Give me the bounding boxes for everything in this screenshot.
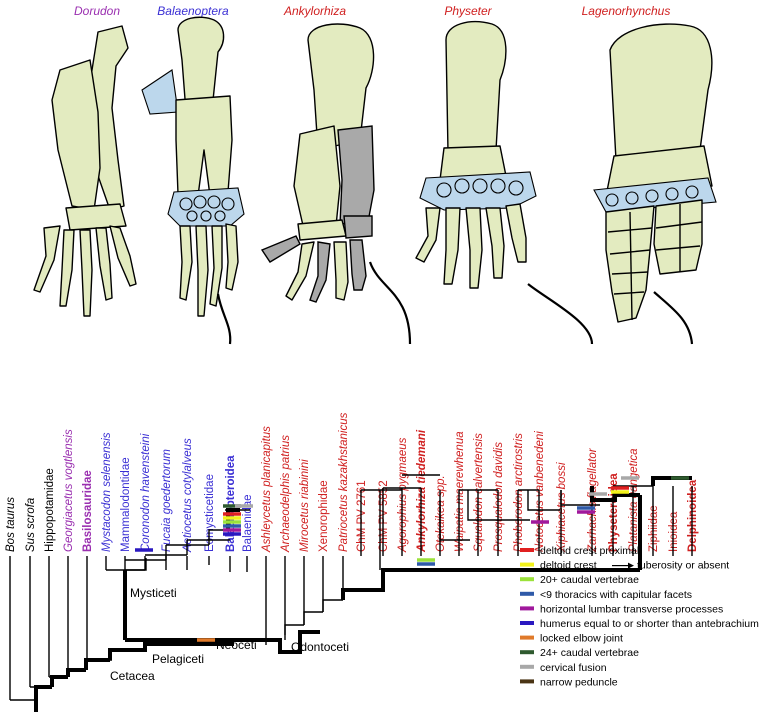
ankylorhiza-flipper-drawing <box>260 23 375 303</box>
taxon-label-fucaia-goedertorum: Fucaia goedertorum <box>161 449 173 552</box>
taxon-label-chm-pv-5852: ChM PV 5852 <box>378 480 390 552</box>
legend-label: cervical fusion <box>540 662 607 674</box>
clade-labels: Mysticeti Odontoceti Neoceti Pelagiceti … <box>110 586 349 683</box>
tree-branch <box>439 490 470 541</box>
legend-swatch <box>520 679 534 684</box>
tree-branch <box>284 624 304 640</box>
taxon-label-phoberodon-arctirostris: Phoberodon arctirostris <box>513 433 525 552</box>
genus-label-ankylorhiza: Ankylorhiza <box>283 4 346 18</box>
taxon-label-balaenopteroidea: Balaenopteroidea <box>225 455 237 552</box>
taxon-label-hippopotamidae: Hippopotamidae <box>44 468 56 552</box>
physeter-flipper-drawing <box>415 21 537 289</box>
legend-label: deltoid crest <box>540 560 597 572</box>
arrow-head-icon <box>628 562 634 569</box>
legend-label: 20+ caudal vertebrae <box>540 574 639 586</box>
taxon-label-mirocetus-riabinini: Mirocetus riabinini <box>299 459 311 552</box>
taxon-label-waipatia-maerewhenua: Waipatia maerewhenua <box>454 431 466 552</box>
legend-label: 24+ caudal vertebrae <box>540 647 639 659</box>
tree-branch <box>208 529 228 545</box>
legend-swatch <box>520 562 534 567</box>
legend-swatch <box>520 577 534 582</box>
taxon-labels: Bos taurus Sus scrofa Hippopotamidae Georgi… <box>5 412 699 553</box>
genus-label-physeter: Physeter <box>444 4 492 18</box>
tree-branch <box>467 490 530 521</box>
dorudon-flipper-drawing <box>33 25 137 317</box>
genus-label-dorudon: Dorudon <box>74 4 120 18</box>
tree-branch <box>322 599 343 612</box>
taxon-label-coronodon-havensteini: Coronodon havensteini <box>140 433 152 552</box>
taxon-label-prosqualodon-davidis: Prosqualodon davidis <box>493 442 505 552</box>
taxon-label-archaeodelphis-patrius: Archaeodelphis patrius <box>280 435 292 553</box>
taxon-label-notocetus-vanbenedeni: Notocetus vanbenedeni <box>534 431 546 552</box>
taxon-label-inioidea: Inioidea <box>668 511 680 552</box>
tree-branch <box>560 490 600 506</box>
tree-odonto <box>341 568 640 600</box>
taxon-label-aetiocetus-cotylalveus: Aetiocetus cotylalveus <box>182 438 194 553</box>
legend-label-suffix: tuberosity or absent <box>637 560 729 572</box>
taxon-label-xiphiacetus-bossi: Xiphiacetus bossi <box>556 462 568 553</box>
legend-label: locked elbow joint <box>540 633 623 645</box>
taxon-label-patriocetus-kazakhstanicus: Patriocetus kazakhstanicus <box>338 412 350 552</box>
legend-swatch <box>520 591 534 596</box>
legend-swatch <box>520 548 534 552</box>
taxon-label-platanista-gangetica: Platanista gangetica <box>628 448 640 552</box>
taxon-label-squalodon-calvertensis: Squalodon calvertensis <box>473 433 485 552</box>
taxon-label-mammalodontidae: Mammalodontidae <box>120 457 132 552</box>
legend: deltoid crest proximal deltoid crest tuber… <box>520 545 759 688</box>
legend-label: <9 thoracics with capitular facets <box>540 589 692 601</box>
taxon-label-georgiacetus-vogtlensis: Georgiacetus vogtlensis <box>63 429 75 552</box>
taxon-label-sus-scrofa: Sus scrofa <box>25 498 37 552</box>
taxon-label-otekaikea-spp: Otekaikea spp. <box>435 475 447 552</box>
tree-stem <box>34 685 52 700</box>
legend-swatch <box>520 664 534 669</box>
genus-label-lagenorhynchus: Lagenorhynchus <box>582 4 671 18</box>
clade-label-mysticeti: Mysticeti <box>130 586 177 600</box>
legend-label: humerus equal to or shorter than antebra… <box>540 618 759 630</box>
drawing-connectors <box>216 261 694 345</box>
tree-stem <box>84 658 110 670</box>
legend-swatch <box>520 635 534 640</box>
taxon-label-physeteroidea: Physeteroidea <box>608 473 620 552</box>
taxon-label-chm-pv-2761: ChM PV 2761 <box>356 480 368 552</box>
taxon-label-bos-taurus: Bos taurus <box>5 497 17 552</box>
clade-label-pelagiceti: Pelagiceti <box>152 652 204 666</box>
taxon-label-eomysticetidae: Eomysticetidae <box>204 474 216 552</box>
legend-swatch <box>520 606 534 611</box>
tree-branch <box>303 611 323 625</box>
tree-stem <box>50 675 68 687</box>
balaenoptera-flipper-drawing <box>141 16 245 317</box>
taxon-label-basilosauridae: Basilosauridae <box>82 470 94 552</box>
genus-headers: Dorudon Balaenoptera Ankylorhiza Physete… <box>74 4 670 18</box>
taxon-label-mystacodon-selenensis: Mystacodon selenensis <box>101 432 113 552</box>
tree-branch <box>527 490 560 511</box>
tree-odonto <box>232 630 320 654</box>
legend-swatch <box>520 650 534 655</box>
taxon-label-balaenidae: Balaenidae <box>242 494 254 552</box>
tree-stem <box>66 668 86 677</box>
lagenorhynchus-flipper-drawing <box>593 23 717 323</box>
clade-label-neoceti: Neoceti <box>216 638 257 652</box>
tree-stem <box>108 640 234 660</box>
taxon-label-agorophius-pygmaeus: Agorophius pygmaeus <box>397 437 409 553</box>
cladogram <box>9 474 693 712</box>
legend-swatch <box>520 621 534 625</box>
taxon-label-xenorophidae: Xenorophidae <box>318 480 330 552</box>
legend-label: narrow peduncle <box>540 676 618 688</box>
taxon-label-ankylorhiza-tiedemani: Ankylorhiza tiedemani <box>416 429 428 553</box>
taxon-label-delphinoidea: Delphinoidea <box>687 479 699 552</box>
taxon-label-ashleycetus-planicapitus: Ashleycetus planicapitus <box>261 426 273 553</box>
clade-label-odontoceti: Odontoceti <box>291 640 349 654</box>
clade-label-cetacea: Cetacea <box>110 669 155 683</box>
legend-label: deltoid crest proximal <box>540 545 639 557</box>
legend-label: horizontal lumbar transverse processes <box>540 603 723 615</box>
tree-branch <box>125 558 147 571</box>
taxon-label-ziphiidae: Ziphiidae <box>648 505 660 552</box>
genus-label-balaenoptera: Balaenoptera <box>157 4 229 18</box>
